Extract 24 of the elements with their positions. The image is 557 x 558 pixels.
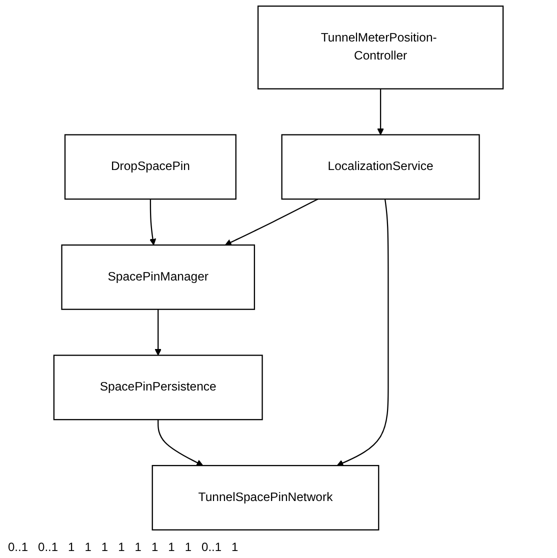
node-box: DropSpacePin bbox=[64, 134, 236, 200]
multiplicity-label: 1 bbox=[68, 540, 75, 554]
multiplicity-label: 0..1 bbox=[202, 540, 222, 554]
node-box: SpacePinManager bbox=[61, 244, 256, 310]
arrow bbox=[377, 88, 384, 136]
multiplicity-label: 1 bbox=[101, 540, 108, 554]
arrow bbox=[224, 198, 318, 246]
node-box: SpacePinPersistence bbox=[53, 354, 263, 420]
multiplicity-label: 1 bbox=[134, 540, 142, 554]
arrow bbox=[149, 199, 156, 246]
multiplicity-label: 0..1 bbox=[8, 540, 28, 554]
multiplicity-label: 1 bbox=[232, 540, 238, 554]
arrow bbox=[158, 420, 204, 466]
multiplicity-label: 1 bbox=[184, 540, 192, 554]
arrow bbox=[336, 199, 389, 466]
multiplicity-label: 1 bbox=[118, 540, 125, 554]
multiplicity-label: 1 bbox=[151, 540, 158, 554]
node-box: TunnelMeterPosition- Controller bbox=[257, 6, 504, 90]
multiplicity-label: 1 bbox=[168, 540, 175, 554]
multiplicity-label: 1 bbox=[84, 540, 92, 554]
node-box: TunnelSpacePinNetwork bbox=[152, 464, 380, 530]
multiplicity-label: 0..1 bbox=[38, 540, 58, 554]
node-box: LocalizationService bbox=[281, 134, 480, 200]
arrow bbox=[154, 309, 162, 356]
